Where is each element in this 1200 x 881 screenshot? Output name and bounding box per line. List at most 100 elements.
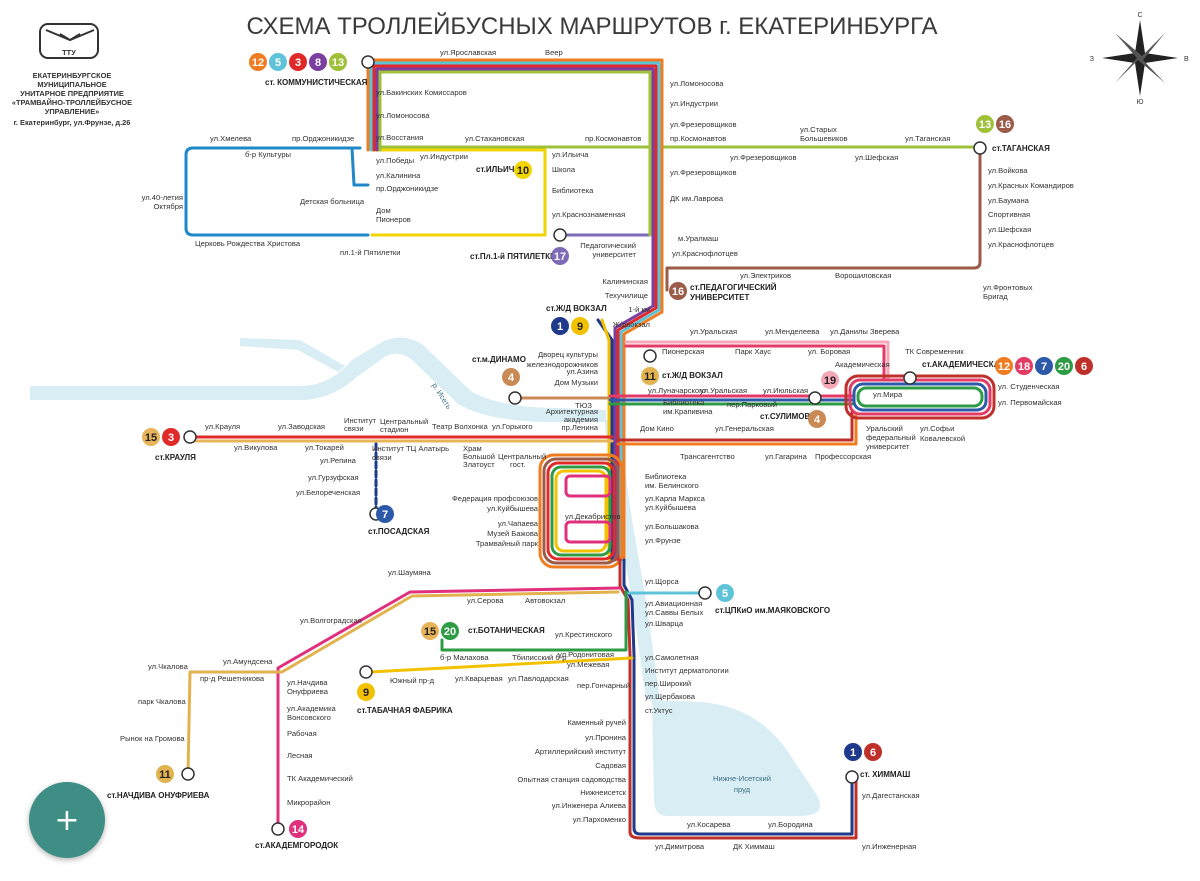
terminal-stop-icon[interactable]	[698, 586, 712, 600]
stop-label: ул.Фрезеровщиков	[670, 168, 736, 177]
route-badge-5[interactable]	[269, 53, 287, 71]
route-line-1-south[interactable]	[622, 558, 854, 836]
center-loop-5	[554, 469, 608, 553]
terminal-stop-icon[interactable]	[508, 391, 522, 405]
route-badge-5[interactable]	[716, 584, 734, 602]
route-badge-15[interactable]	[142, 428, 160, 446]
route-badge-20[interactable]	[1055, 357, 1073, 375]
route-badge-4[interactable]	[808, 410, 826, 428]
route-line-10[interactable]	[370, 148, 547, 237]
route-badge-4[interactable]	[502, 368, 520, 386]
stop-label: Рабочая	[287, 729, 317, 738]
route-badge-number: 10	[517, 165, 529, 177]
terminal-stop-icon[interactable]	[643, 349, 657, 363]
terminal-stop-icon[interactable]	[973, 141, 987, 155]
org-line-2: МУНИЦИПАЛЬНОЕ	[37, 80, 106, 89]
terminal-stop-icon[interactable]	[808, 391, 822, 405]
route-line-1-vokzal[interactable]	[596, 318, 614, 562]
route-badge-3[interactable]	[162, 428, 180, 446]
station-name: ст.ЦПКиО им.МАЯКОВСКОГО	[715, 606, 830, 615]
stop-label: ул.Июльская	[763, 386, 808, 395]
route-badge-1[interactable]	[844, 743, 862, 761]
compass-south: Ю	[1136, 99, 1143, 106]
stop-label: Онуфриева	[287, 687, 329, 696]
route-line-3-north[interactable]	[372, 64, 658, 562]
terminal-stop-icon[interactable]	[271, 822, 285, 836]
route-badge-12[interactable]	[995, 357, 1013, 375]
route-badge-7[interactable]	[1035, 357, 1053, 375]
route-line-12-north[interactable]	[366, 58, 664, 562]
route-badge-number: 13	[979, 119, 991, 131]
add-button[interactable]: +	[29, 782, 105, 858]
route-badge-16[interactable]	[669, 282, 687, 300]
route-line-18-upper[interactable]	[624, 344, 886, 382]
route-badge-10[interactable]	[514, 161, 532, 179]
route-badge-14[interactable]	[289, 820, 307, 838]
route-badge-6[interactable]	[864, 743, 882, 761]
route-badge-1[interactable]	[551, 317, 569, 335]
route-badge-18[interactable]	[1015, 357, 1033, 375]
route-badge-12[interactable]	[249, 53, 267, 71]
route-badge-20[interactable]	[441, 622, 459, 640]
stop-label: ул.Хмелева	[210, 134, 252, 143]
route-line-14[interactable]	[276, 586, 622, 830]
route-badge-8[interactable]	[309, 53, 327, 71]
route-badge-6[interactable]	[1075, 357, 1093, 375]
route-line-blue-inner[interactable]	[350, 146, 370, 187]
route-line-5-north[interactable]	[369, 61, 661, 562]
route-line-6-south[interactable]	[618, 558, 858, 840]
stop-label: ул.Академика	[287, 704, 337, 713]
route-badge-17[interactable]	[551, 247, 569, 265]
route-line-east-lower-2[interactable]	[616, 412, 858, 446]
route-line-blue-loop[interactable]	[184, 146, 370, 237]
route-badge-15[interactable]	[421, 622, 439, 640]
terminal-stop-icon[interactable]	[903, 371, 917, 385]
route-badge-13[interactable]	[329, 53, 347, 71]
route-badge-11[interactable]	[641, 367, 659, 385]
terminal-stop-icon[interactable]	[361, 55, 375, 69]
terminal-stop-icon[interactable]	[553, 228, 567, 242]
route-line-east-lower[interactable]	[616, 410, 854, 442]
route-badge-7[interactable]	[376, 505, 394, 523]
route-badge-13[interactable]	[976, 115, 994, 133]
route-line-9-south[interactable]	[368, 656, 634, 674]
stop-label: ул.Заводская	[278, 422, 325, 431]
route-badge-3[interactable]	[289, 53, 307, 71]
route-badge-9[interactable]	[357, 683, 375, 701]
terminal-stop-icon[interactable]	[181, 767, 195, 781]
terminal-stop-icon[interactable]	[359, 665, 373, 679]
route-badge-16[interactable]	[996, 115, 1014, 133]
terminal-stop-icon[interactable]	[845, 770, 859, 784]
route-line-8-north[interactable]	[375, 67, 655, 562]
route-line-13-north[interactable]	[378, 70, 652, 237]
route-line-11[interactable]	[186, 590, 620, 776]
station-name: ст.КРАУЛЯ	[155, 453, 196, 462]
route-line-16[interactable]	[665, 146, 982, 292]
terminal-station[interactable]: 19	[821, 371, 839, 389]
route-badge-9[interactable]	[571, 317, 589, 335]
route-line-19[interactable]	[624, 340, 890, 382]
route-line-20[interactable]	[440, 590, 628, 652]
ttu-logo: ТТУ	[39, 23, 99, 59]
route-badge-11[interactable]	[156, 765, 174, 783]
route-badge-19[interactable]	[821, 371, 839, 389]
terminal-stop-icon[interactable]	[183, 430, 197, 444]
